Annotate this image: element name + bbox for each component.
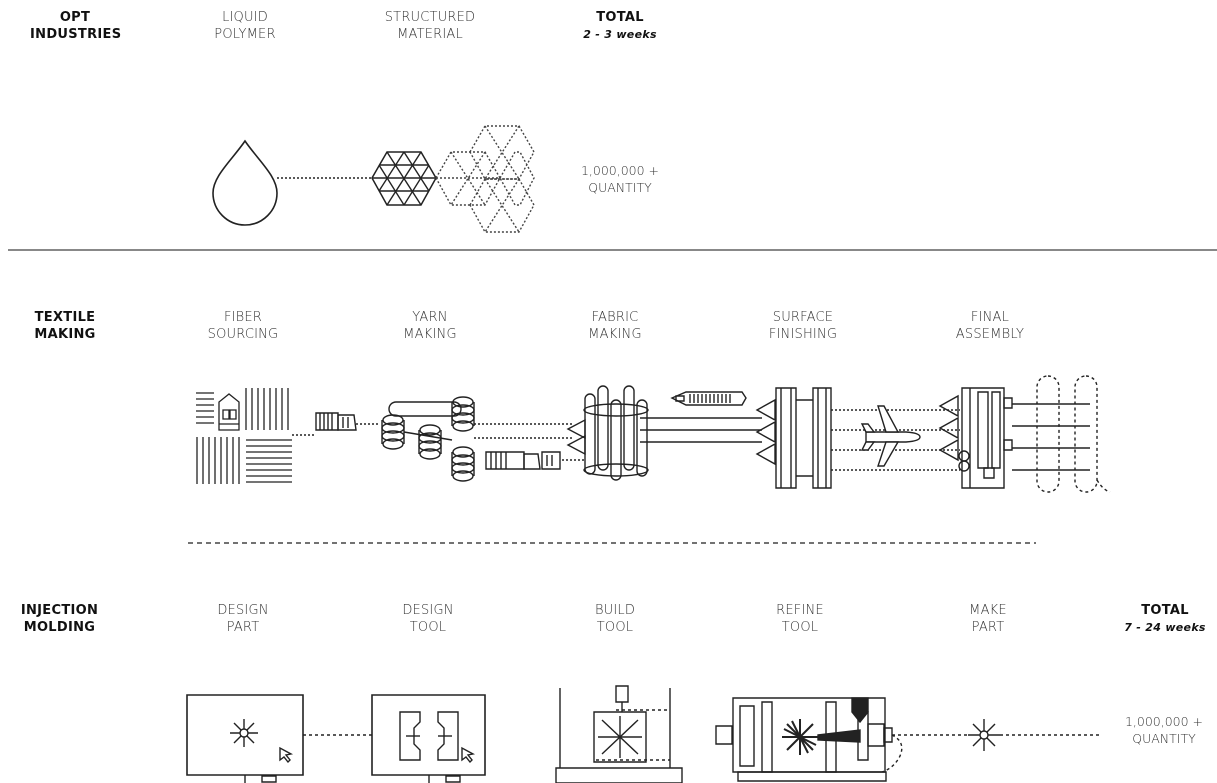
heading-line: MOLDING <box>23 620 96 635</box>
droplet-icon <box>213 141 277 225</box>
step-label-line: SURFACE <box>772 310 834 325</box>
step-label-line: TOOL <box>596 620 634 635</box>
step-label-line: FINISHING <box>768 327 838 342</box>
step-surface-finishing: SURFACE FINISHING <box>748 309 858 343</box>
step-design-tool: DESIGN TOOL <box>373 602 483 636</box>
step-label-line: FINAL <box>970 310 1010 325</box>
mold-tool-icon <box>400 712 458 760</box>
step-label-line: REFINE <box>776 603 824 618</box>
step-label-line: BUILD <box>594 603 636 618</box>
step-refine-tool: REFINE TOOL <box>745 602 855 636</box>
heading-line: TEXTILE <box>34 310 96 325</box>
step-fiber-sourcing: FIBER SOURCING <box>188 309 298 343</box>
injection-quantity: 1,000,000 + QUANTITY <box>1112 713 1216 747</box>
heading-line: MAKING <box>34 327 96 342</box>
step-label-line: YARN <box>412 310 448 325</box>
finishing-rack-icon <box>940 388 1012 488</box>
step-yarn-making: YARN MAKING <box>375 309 485 343</box>
opt-industries-heading: OPT INDUSTRIES <box>30 9 122 43</box>
opt-quantity: 1,000,000 + QUANTITY <box>560 162 680 196</box>
step-label-line: SOURCING <box>207 327 279 342</box>
step-design-part: DESIGN PART <box>188 602 298 636</box>
step-final-assembly: FINAL ASSEMBLY <box>935 309 1045 343</box>
step-build-tool: BUILD TOOL <box>560 602 670 636</box>
injection-machine-icon <box>716 698 892 781</box>
step-label-line: PART <box>226 620 260 635</box>
quantity-label: QUANTITY <box>1132 731 1196 746</box>
step-label-line: TOOL <box>409 620 447 635</box>
quantity-value: 1,000,000 + <box>580 163 660 178</box>
field-farm-icon <box>196 388 292 484</box>
step-label-line: MAKE <box>969 603 1007 618</box>
step-label-line: FIBER <box>223 310 263 325</box>
ship-icon <box>672 392 746 405</box>
step-liquid-polymer: LIQUID POLYMER <box>190 9 300 43</box>
cursor-icon <box>462 748 473 762</box>
step-label-line: LIQUID <box>222 10 268 25</box>
step-label-line: DESIGN <box>402 603 454 618</box>
connector-dotted <box>882 735 902 772</box>
injection-molding-heading: INJECTION MOLDING <box>12 602 107 636</box>
step-make-part: MAKE PART <box>933 602 1043 636</box>
cnc-machine-icon <box>556 686 682 783</box>
step-label-line: TOOL <box>781 620 819 635</box>
step-label-line: POLYMER <box>214 27 276 42</box>
quantity-value: 1,000,000 + <box>1124 714 1204 729</box>
truck-icon <box>486 452 560 469</box>
yarn-spool-icon <box>382 397 474 481</box>
heading-line: INJECTION <box>20 603 99 618</box>
truck-icon <box>316 413 356 430</box>
computer-monitor-icon <box>372 695 485 783</box>
total-label: TOTAL <box>1141 603 1189 618</box>
cursor-icon <box>280 748 291 762</box>
airplane-icon <box>862 406 920 466</box>
step-label-line: ASSEMBLY <box>955 327 1025 342</box>
garment-outline-icon <box>1037 376 1110 492</box>
step-label-line: MAKING <box>588 327 642 342</box>
loom-roller-icon <box>568 386 648 480</box>
step-label-line: MAKING <box>403 327 457 342</box>
starburst-part-icon <box>230 719 258 747</box>
heading-line: OPT <box>59 10 91 25</box>
total-label: TOTAL <box>596 10 644 25</box>
total-value: 2 - 3 weeks <box>583 28 657 41</box>
finishing-rack-icon <box>757 388 831 488</box>
step-structured-material: STRUCTURED MATERIAL <box>365 9 495 43</box>
hexagon-lattice-icon <box>372 126 534 232</box>
step-label-line: PART <box>971 620 1005 635</box>
heading-line: INDUSTRIES <box>30 27 122 42</box>
textile-making-heading: TEXTILE MAKING <box>20 309 110 343</box>
total-value: 7 - 24 weeks <box>1124 621 1206 634</box>
starburst-part-icon <box>968 719 1000 751</box>
computer-monitor-icon <box>187 695 303 783</box>
step-label-line: STRUCTURED <box>384 10 476 25</box>
step-fabric-making: FABRIC MAKING <box>560 309 670 343</box>
quantity-label: QUANTITY <box>588 180 652 195</box>
step-label-line: FABRIC <box>591 310 639 325</box>
opt-total: TOTAL 2 - 3 weeks <box>565 9 675 43</box>
step-label-line: DESIGN <box>217 603 269 618</box>
step-label-line: MATERIAL <box>397 27 463 42</box>
injection-total: TOTAL 7 - 24 weeks <box>1115 602 1215 636</box>
